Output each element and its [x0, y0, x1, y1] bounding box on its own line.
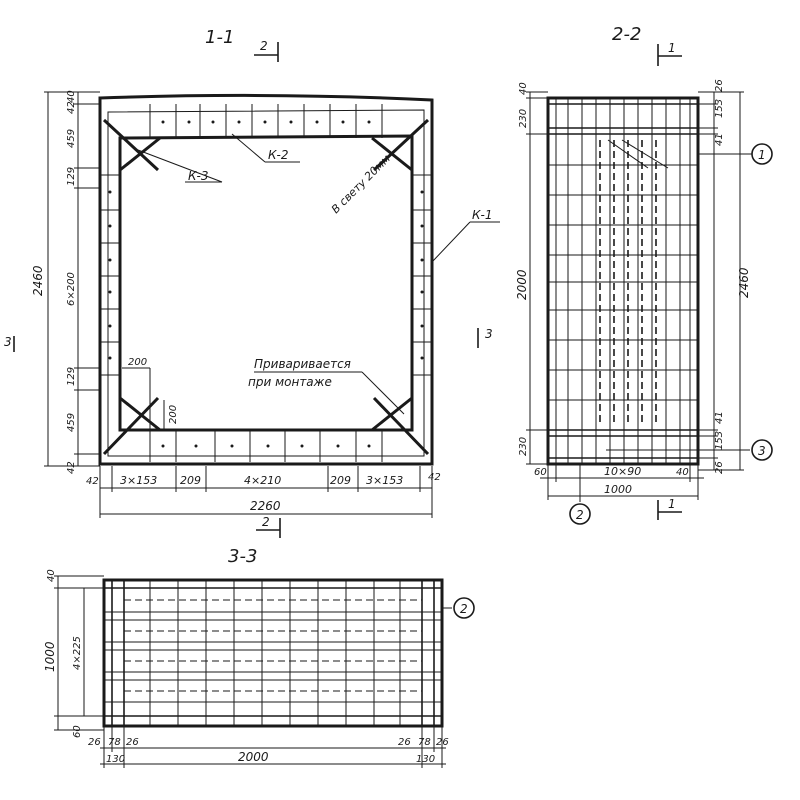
dim-22-right-26a: 26: [714, 79, 725, 92]
callout-2-section-3-3: [453, 597, 475, 619]
right-wall-ribs: [412, 174, 432, 376]
dim-bottom-209a: 209: [180, 474, 201, 487]
dim-22-bottom-40: 40: [676, 467, 689, 478]
dim-bottom-2260: 2260: [250, 499, 281, 513]
panel-2-2-horizontals: [548, 164, 698, 401]
dim-left-2460: 2460: [31, 265, 45, 296]
section-1-1: 1-1 2: [4, 27, 500, 538]
dim-22-right-41a: 41: [714, 133, 725, 146]
dim-left-42: 42: [66, 461, 77, 474]
callout-3-label: 3: [758, 444, 766, 458]
section-title-2-2: 2-2: [612, 24, 641, 45]
dim-bottom-209b: 209: [330, 474, 351, 487]
leader-k1: [431, 221, 471, 263]
panel-2-2-verticals: [555, 98, 691, 464]
callout-2: [569, 503, 591, 525]
cut-mark-2-top: 2: [260, 39, 268, 53]
dim-33-bottom-78a: 78: [108, 737, 121, 748]
callout-1-label: 1: [758, 148, 766, 162]
dim-left-40: 40: [66, 90, 77, 103]
panel-3-3-outline: [102, 578, 444, 728]
dim-33-left-1000: 1000: [43, 641, 57, 672]
frame-outer-outline: [98, 93, 434, 466]
dim-33-bottom-26b: 26: [126, 737, 139, 748]
dim-22-right-153a: 153: [714, 99, 725, 118]
dim-33-left-60: 60: [72, 725, 83, 738]
dim-22-left-230a: 230: [518, 109, 529, 128]
dim-corner-200a: 200: [128, 357, 147, 368]
leader-k2: [231, 133, 266, 163]
dim-top-42: 42: [66, 101, 77, 114]
panel-2-2-hidden-lines: [599, 140, 657, 425]
dim-corner-200b: 200: [168, 405, 179, 424]
dim-left-459b: 459: [66, 413, 77, 432]
dim-33-bottom-2000: 2000: [238, 750, 269, 764]
cut-mark-3-right: 3: [485, 327, 493, 341]
panel-3-3-hidden-lines: [124, 599, 422, 692]
dim-22-right-2460: 2460: [737, 267, 751, 298]
label-k3: К-3: [188, 169, 208, 183]
dim-33-bottom-130a: 130: [106, 754, 125, 765]
callout-3: [751, 439, 773, 461]
bottom-wall-ribs: [149, 430, 383, 462]
dim-33-left-4x225: 4×225: [72, 636, 83, 670]
note-weld-line2: при монтаже: [248, 375, 332, 389]
dim-33-bottom-26a: 26: [88, 737, 101, 748]
frame-inner-opening: [118, 134, 414, 432]
label-k1: К-1: [472, 208, 492, 222]
dim-22-bottom-60: 60: [534, 467, 547, 478]
section-title-1-1: 1-1: [205, 27, 234, 48]
dim-33-bottom-78b: 78: [418, 737, 431, 748]
panel-3-3-verticals: [149, 580, 401, 726]
dim-left-129b: 129: [66, 367, 77, 386]
dim-22-right-26b: 26: [714, 461, 725, 474]
dim-33-left-40: 40: [46, 569, 57, 582]
bolt-holes: [108, 120, 424, 448]
dim-22-right-153b: 153: [714, 431, 725, 450]
dim-bottom-4x210: 4×210: [244, 474, 281, 487]
dim-left-459a: 459: [66, 129, 77, 148]
dim-33-bottom-26d: 26: [436, 737, 449, 748]
callout-2-label: 2: [576, 508, 584, 522]
section-title-3-3: 3-3: [228, 546, 257, 567]
section-3-3: 3-3 2: [43, 546, 475, 768]
note-weld-line1: Приваривается: [254, 357, 351, 371]
dim-left-6x200: 6×200: [66, 272, 77, 306]
cut-mark-2-bottom: 2: [262, 515, 270, 529]
cut-mark-3-left: 3: [4, 335, 12, 349]
dim-22-left-2000: 2000: [515, 269, 529, 300]
dim-22-left-40: 40: [518, 82, 529, 95]
dim-bottom-3x153b: 3×153: [366, 474, 403, 487]
dim-22-bottom-10x90: 10×90: [604, 465, 641, 478]
leader-k3: [137, 149, 223, 183]
dim-33-bottom-130b: 130: [416, 754, 435, 765]
cut-mark-1-top: 1: [668, 41, 676, 55]
panel-3-3-horizontals: [104, 611, 442, 703]
dim-22-right-41b: 41: [714, 411, 725, 424]
dim-left-129a: 129: [66, 167, 77, 186]
dim-22-left-230b: 230: [518, 437, 529, 456]
section-2-2: 2-2 1: [515, 24, 773, 525]
left-wall-ribs: [100, 174, 120, 376]
leader-weld: [361, 371, 405, 415]
dim-22-bottom-1000: 1000: [604, 483, 632, 496]
cut-mark-1-bottom: 1: [668, 497, 676, 511]
corner-braces: [102, 118, 430, 456]
dim-33-bottom-26c: 26: [398, 737, 411, 748]
callout-1: [751, 143, 773, 165]
top-wall-ribs: [149, 104, 383, 138]
callout-2-section-3-3-label: 2: [460, 602, 468, 616]
dim-bottom-3x153a: 3×153: [120, 474, 157, 487]
dim-bottom-42b: 42: [428, 472, 441, 483]
label-clearance: В свету 20мм: [329, 152, 393, 216]
label-k2: К-2: [268, 148, 288, 162]
panel-2-2-outline: [546, 96, 700, 466]
frame-midline: [107, 109, 425, 457]
dim-bottom-42a: 42: [86, 476, 99, 487]
